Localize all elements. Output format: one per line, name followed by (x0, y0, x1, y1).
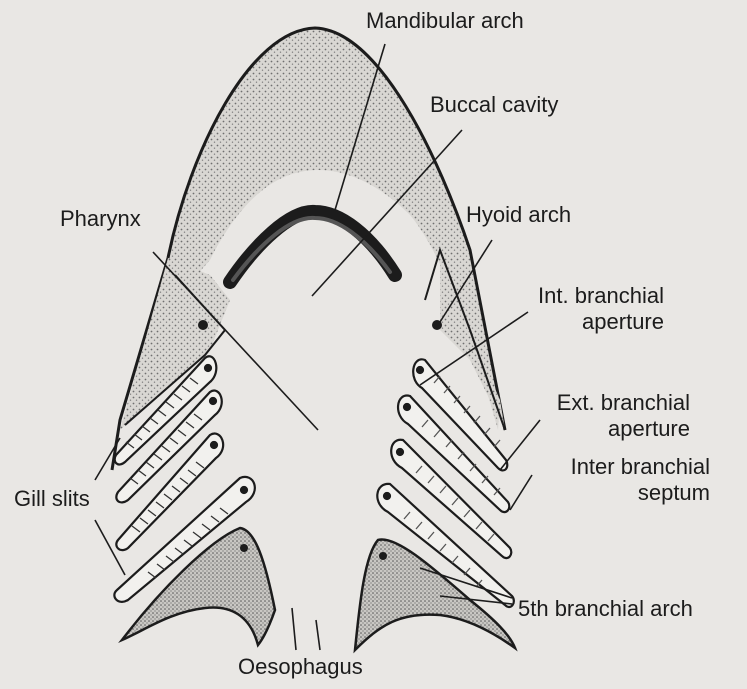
label-inter-branchial-line1: Inter branchial (520, 454, 710, 480)
label-int-branchial-aperture: Int. branchial aperture (494, 283, 664, 335)
label-gill-slits: Gill slits (14, 486, 90, 512)
label-ext-branchial-line1: Ext. branchial (514, 390, 690, 416)
label-ext-branchial-line2: aperture (514, 416, 690, 442)
label-pharynx: Pharynx (60, 206, 141, 232)
label-hyoid-arch: Hyoid arch (466, 202, 571, 228)
label-buccal-cavity: Buccal cavity (430, 92, 558, 118)
label-inter-branchial-line2: septum (520, 480, 710, 506)
label-oesophagus: Oesophagus (238, 654, 363, 680)
label-int-branchial-line2: aperture (494, 309, 664, 335)
label-inter-branchial-septum: Inter branchial septum (520, 454, 710, 506)
hyoid-pore-left (198, 320, 208, 330)
label-int-branchial-line1: Int. branchial (494, 283, 664, 309)
label-mandibular-arch: Mandibular arch (366, 8, 524, 34)
label-ext-branchial-aperture: Ext. branchial aperture (514, 390, 690, 442)
label-fifth-branchial-arch: 5th branchial arch (518, 596, 693, 622)
